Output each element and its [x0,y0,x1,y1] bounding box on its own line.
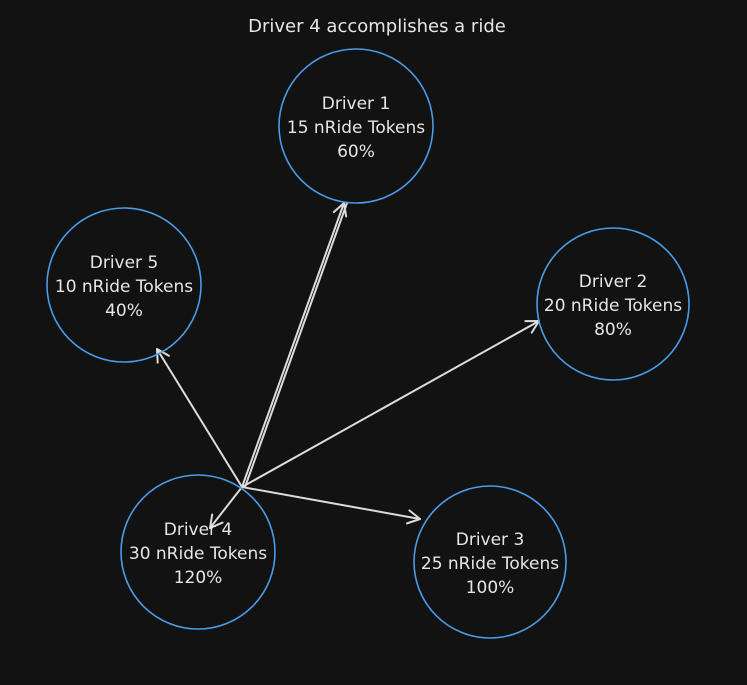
node-name: Driver 5 [90,253,159,273]
edge-line [241,320,540,488]
node-tokens: 25 nRide Tokens [421,554,559,574]
edge-line [241,202,345,488]
node-circle [413,485,567,639]
node-percent: 60% [337,142,375,162]
edge-line [156,348,243,488]
node-name: Driver 3 [456,530,525,550]
node-circle [120,474,276,630]
node-percent: 80% [594,320,632,340]
diagram-title: Driver 4 accomplishes a ride [248,16,506,37]
nodes-layer: Driver 1 15 nRide Tokens 60% Driver 2 20 nRi… [46,48,690,639]
node-tokens: 30 nRide Tokens [129,544,267,564]
node-name: Driver 1 [322,94,391,114]
arrowhead [156,348,170,364]
edges-layer [156,202,540,529]
edge-line [241,486,421,520]
node-driver5: Driver 5 10 nRide Tokens 40% [46,207,202,363]
arrowhead [406,509,421,525]
node-circle [46,207,202,363]
node-tokens: 15 nRide Tokens [287,118,425,138]
node-name: Driver 4 [164,520,233,540]
node-name: Driver 2 [579,272,648,292]
edge-driver4-to-driver2 [241,320,540,488]
node-circle [536,227,690,381]
edge-driver4-to-driver3 [241,486,421,525]
node-driver1: Driver 1 15 nRide Tokens 60% [278,48,434,204]
arrowhead [209,513,224,529]
arrowhead [332,202,348,218]
node-percent: 120% [174,568,223,588]
node-tokens: 20 nRide Tokens [544,296,682,316]
node-circle [278,48,434,204]
edge-driver4-to-driver1 [241,202,348,488]
edge-driver4-to-driver5 [156,348,243,488]
node-driver2: Driver 2 20 nRide Tokens 80% [536,227,690,381]
edge-line [209,486,243,529]
node-percent: 100% [466,578,515,598]
edge-driver4-to-driver4 [209,486,243,529]
node-driver4: Driver 4 30 nRide Tokens 120% [120,474,276,630]
node-driver3: Driver 3 25 nRide Tokens 100% [413,485,567,639]
node-tokens: 10 nRide Tokens [55,277,193,297]
node-percent: 40% [105,301,143,321]
edge-line-double [244,202,348,488]
